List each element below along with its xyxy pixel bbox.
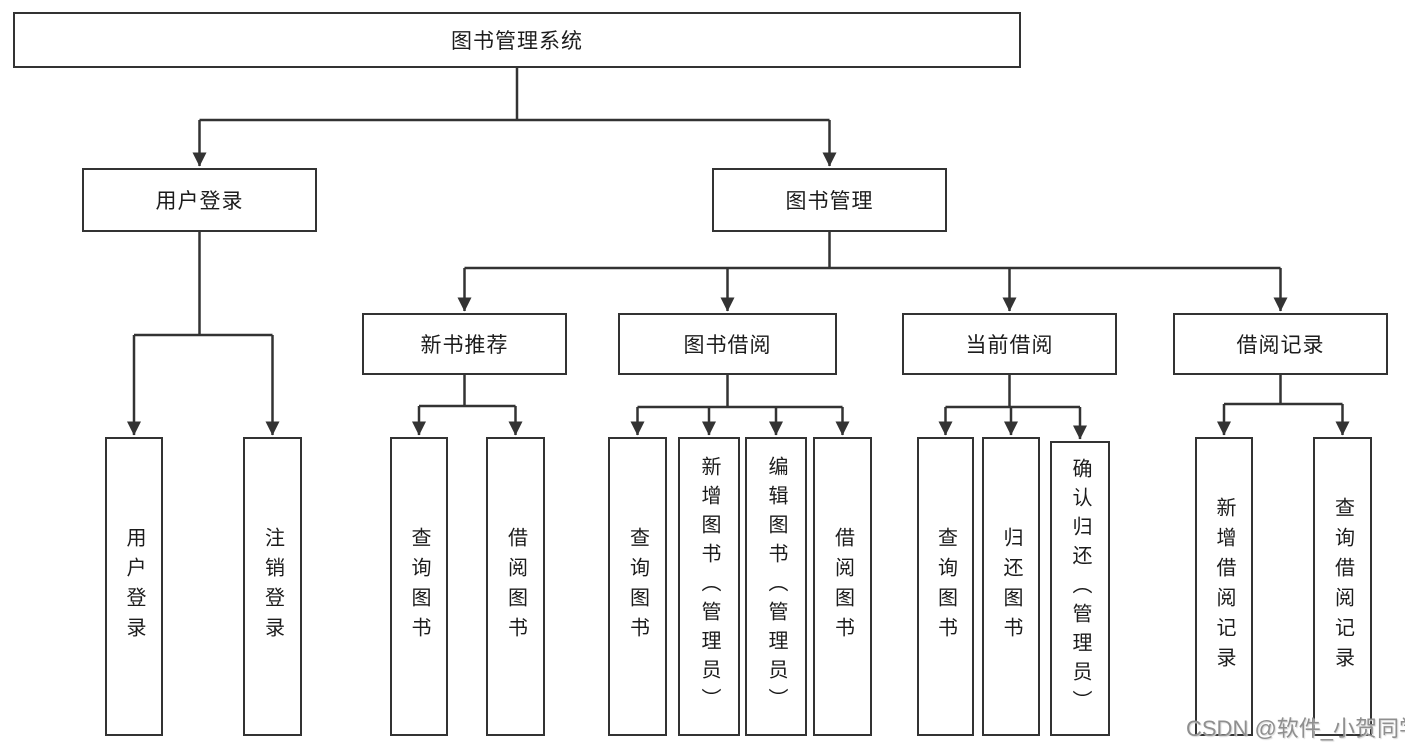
node-user-login: 用户登录	[82, 168, 317, 232]
leaf-query-borrow-record: 查询借阅记录	[1313, 437, 1372, 736]
leaf-borrow-books-recommend: 借阅图书	[486, 437, 545, 736]
leaf-query-books-current: 查询图书	[917, 437, 974, 736]
leaf-query-books-recommend: 查询图书	[390, 437, 448, 736]
node-current-borrow: 当前借阅	[902, 313, 1117, 375]
watermark-text: CSDN @软件_小贺同学	[1186, 716, 1405, 741]
node-book-management: 图书管理	[712, 168, 947, 232]
node-borrow-records: 借阅记录	[1173, 313, 1388, 375]
leaf-borrow-books-borrow: 借阅图书	[813, 437, 872, 736]
leaf-confirm-return-admin: 确认归还（管理员）	[1050, 441, 1110, 736]
leaf-edit-book-admin: 编辑图书（管理员）	[745, 437, 807, 736]
leaf-add-book-admin: 新增图书（管理员）	[678, 437, 740, 736]
leaf-add-borrow-record: 新增借阅记录	[1195, 437, 1253, 736]
node-book-borrow: 图书借阅	[618, 313, 837, 375]
leaf-query-books-borrow: 查询图书	[608, 437, 667, 736]
leaf-logout: 注销登录	[243, 437, 302, 736]
leaf-return-book: 归还图书	[982, 437, 1040, 736]
leaf-user-login: 用户登录	[105, 437, 163, 736]
node-new-book-recommend: 新书推荐	[362, 313, 567, 375]
node-root: 图书管理系统	[13, 12, 1021, 68]
